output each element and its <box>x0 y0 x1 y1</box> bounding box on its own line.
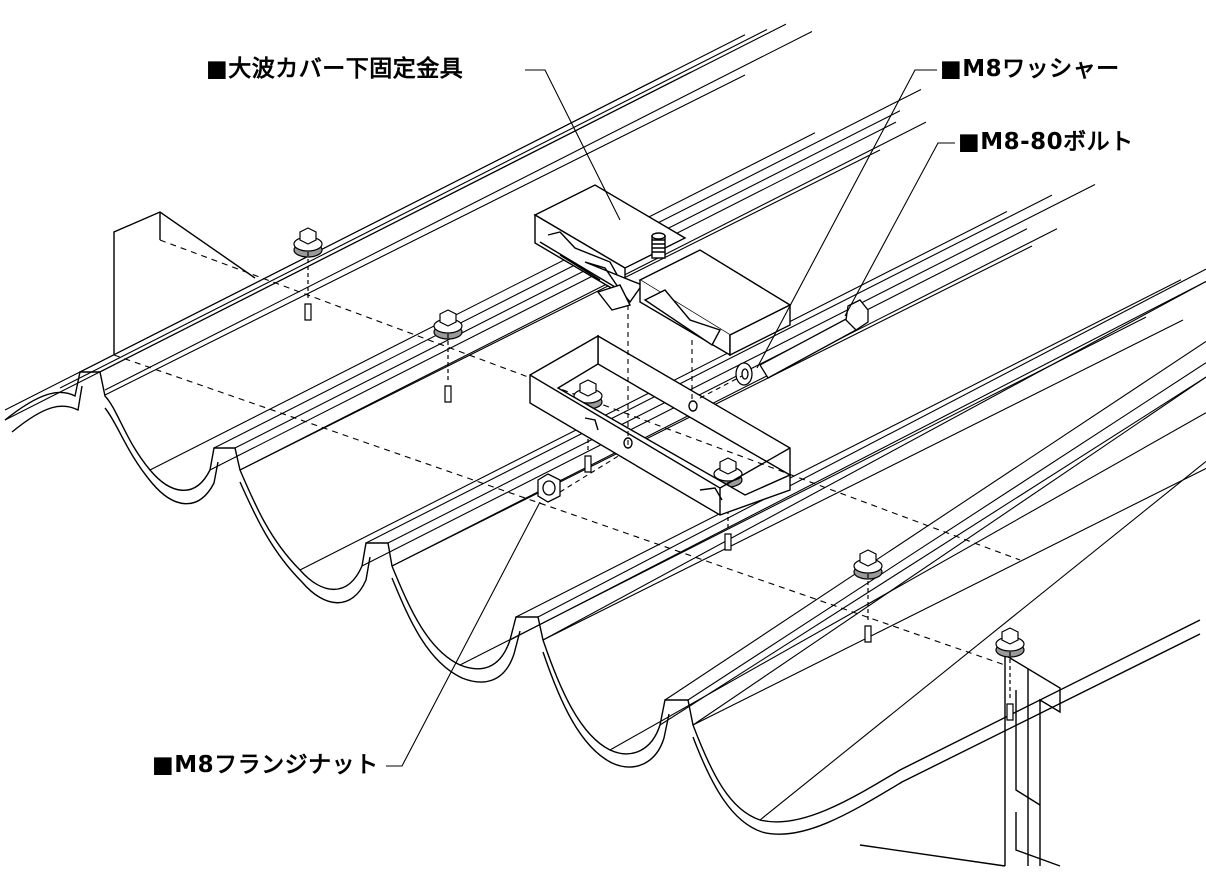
roof-line <box>537 268 1206 618</box>
roof-line <box>104 30 813 391</box>
label-washer: ■M8ワッシャー <box>940 56 1120 82</box>
roof-line <box>234 110 901 449</box>
roof-line <box>659 376 1206 726</box>
roof-line <box>79 34 746 373</box>
lower-bracket <box>529 334 791 516</box>
crest-line <box>104 74 746 396</box>
m8-washer <box>735 362 753 386</box>
roof-line <box>391 228 1058 567</box>
label-cover-bracket: ■大波カバー下固定金具 <box>206 56 464 82</box>
roof-line <box>149 132 816 471</box>
purlin-centerline <box>113 239 1021 666</box>
roof-screw <box>995 627 1025 721</box>
roof-front-edge <box>4 371 1201 835</box>
roof-sheet-lines <box>4 23 1206 821</box>
crest-line <box>239 149 881 471</box>
leader-lines <box>386 69 955 767</box>
roof-line <box>542 280 1206 641</box>
right-purlin <box>859 654 1061 867</box>
roof-line <box>59 28 768 389</box>
roof-line <box>213 88 922 449</box>
roof-screw <box>293 227 323 321</box>
m8-flange-nut <box>537 473 561 503</box>
cover-bracket <box>533 184 792 357</box>
roof-line <box>365 194 1053 544</box>
roof-line <box>692 376 1206 726</box>
label-bolt: ■M8-80ボルト <box>958 129 1134 155</box>
m8-bolt <box>759 299 869 379</box>
roof-line <box>509 280 1206 641</box>
roof-screw <box>853 549 883 643</box>
roof-screw <box>433 309 463 403</box>
roof-line <box>515 279 1182 618</box>
roof-line <box>209 121 897 471</box>
crest-line <box>692 467 1206 726</box>
roof-crest-lines <box>104 74 1206 726</box>
label-flange-nut: ■M8フランジナット <box>152 752 379 778</box>
left-purlin <box>113 211 256 355</box>
roof-line <box>99 23 787 373</box>
roof-line <box>759 461 1206 821</box>
assembly-guides <box>559 305 743 493</box>
crest-line <box>542 319 1184 641</box>
roof-line <box>239 121 927 471</box>
roof-line <box>664 340 1206 701</box>
roof-line <box>687 362 1206 701</box>
